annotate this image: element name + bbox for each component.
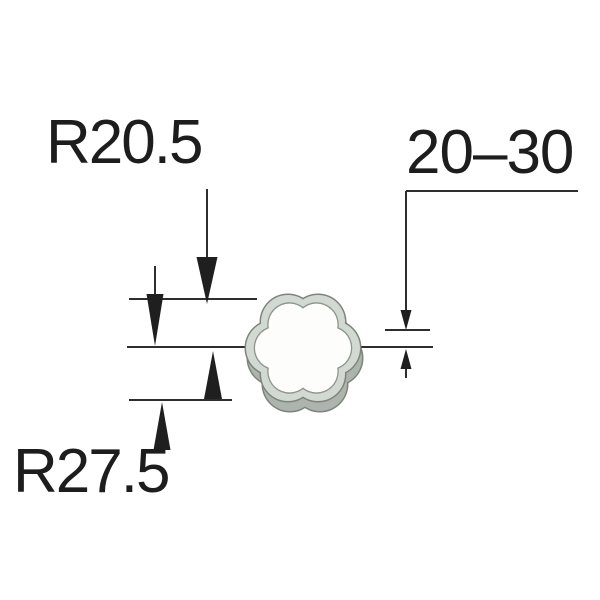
dimension-label-radius-large: R27.5 (13, 437, 170, 506)
radius-large-arrow-up (153, 402, 171, 450)
dimension-label-range: 20–30 (406, 118, 574, 187)
dimension-label-radius-small: R20.5 (46, 108, 203, 177)
radius-small-arrow-down (196, 257, 218, 304)
mid-arrow-up (204, 351, 222, 399)
range-arrow-down (400, 310, 412, 330)
cutter-hole-opening (255, 303, 351, 393)
range-arrow-up (400, 349, 412, 369)
left-arrow-down (146, 294, 164, 346)
cutter-shape-arc (273, 318, 333, 378)
